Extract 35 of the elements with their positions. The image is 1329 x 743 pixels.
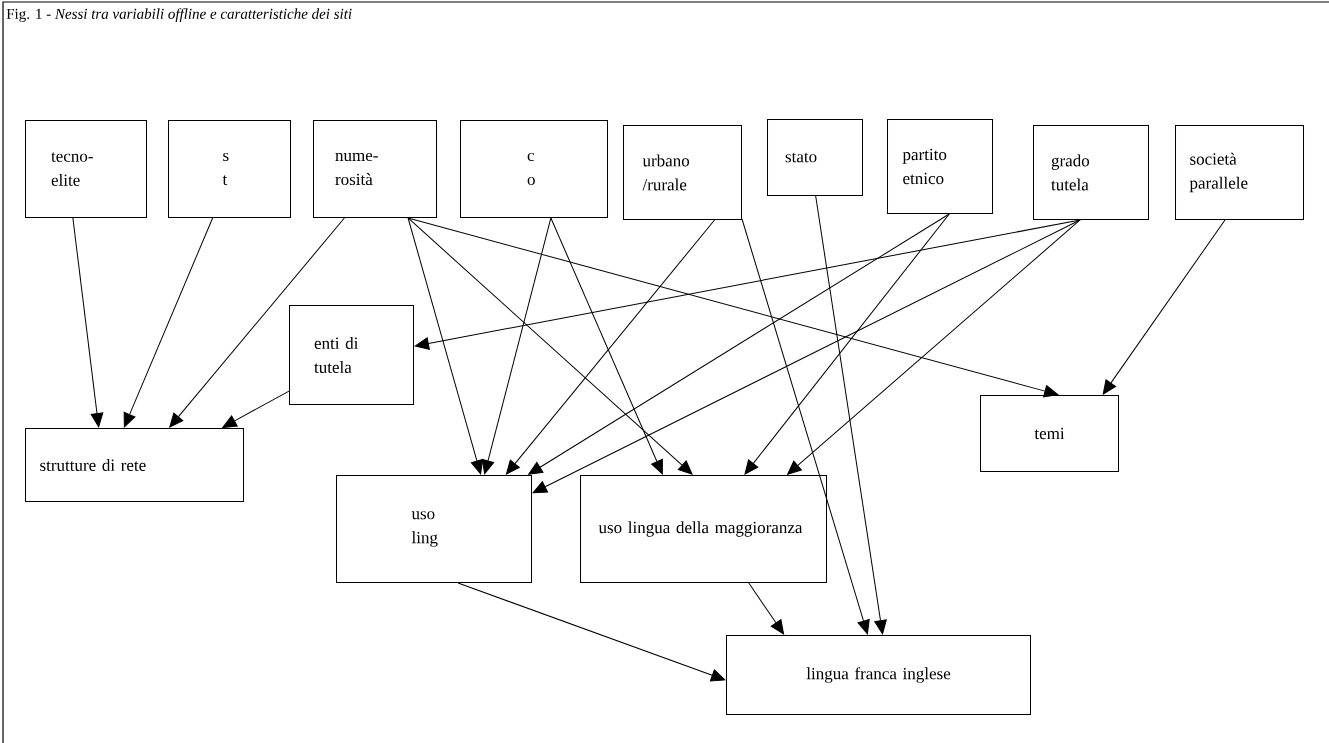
arrow (414, 219, 1081, 350)
arrow (528, 213, 950, 475)
arrow (1102, 219, 1226, 395)
arrow (815, 195, 887, 635)
concept-box: tecno-elite (25, 120, 147, 218)
concept-box: temi (980, 395, 1119, 472)
concept-box: enti di tutela (289, 305, 414, 405)
concept-box: uso lingua della maggioranza (580, 475, 827, 583)
arrow (169, 217, 345, 428)
arrow (457, 582, 726, 682)
concept-box: grado tutela (1033, 125, 1149, 220)
arrow (72, 217, 104, 428)
arrow (550, 217, 663, 475)
concept-box: urbano /rurale (623, 125, 742, 220)
arrow (407, 217, 484, 475)
arrow (222, 390, 290, 428)
arrow (505, 219, 716, 475)
concept-box: lingua franca inglese (726, 635, 1031, 715)
arrow (741, 218, 870, 635)
arrow (787, 219, 1081, 475)
concept-box: c o (460, 120, 608, 218)
concept-box: stato (767, 119, 863, 196)
arrow (407, 217, 693, 475)
concept-box: società parallele (1175, 125, 1304, 220)
concept-box: s t (168, 120, 291, 218)
concept-box: strutture di rete (25, 428, 244, 502)
arrow (744, 213, 950, 475)
figure-title: Fig. 1 - Nessi tra variabili offline e caratteristiche dei siti (6, 8, 352, 22)
arrow (123, 217, 214, 428)
arrow (481, 217, 552, 475)
concept-box: partito etnico (887, 119, 993, 214)
arrow (407, 217, 1059, 398)
arrow (748, 582, 785, 635)
concept-box: nume-rosità (313, 120, 437, 218)
concept-box: uso ling (336, 475, 532, 583)
